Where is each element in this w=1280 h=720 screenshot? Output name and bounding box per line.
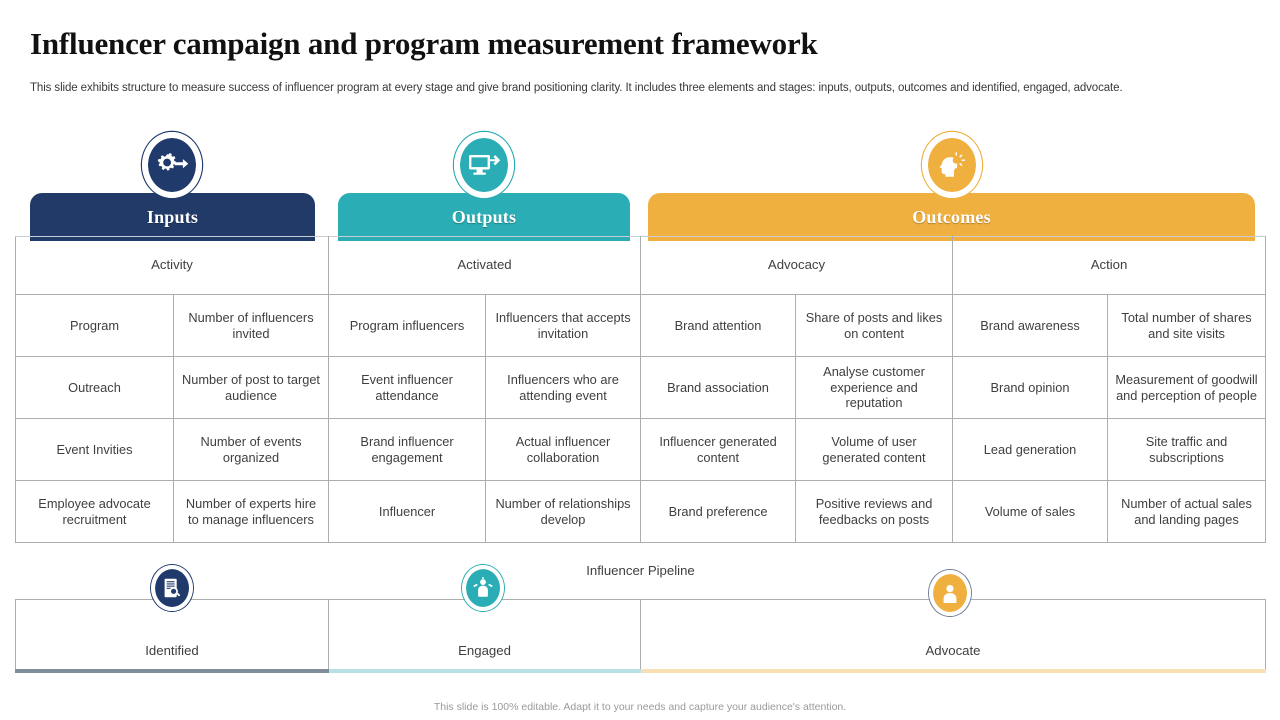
cell: Measurement of goodwill and perception o…: [1107, 356, 1267, 419]
cell: Brand opinion: [952, 356, 1109, 419]
badge-disc: [152, 566, 192, 610]
cell: Number of experts hire to manage influen…: [172, 480, 330, 543]
cell: Outreach: [15, 356, 174, 419]
cell: Number of actual sales and landing pages: [1107, 480, 1267, 543]
table-row: Outreach Number of post to target audien…: [15, 356, 1267, 419]
table-row: Event Invities Number of events organize…: [15, 418, 1267, 481]
column-header-advocacy: Advocacy: [640, 236, 954, 295]
badge-ring: [462, 565, 504, 611]
column-header-activity: Activity: [14, 236, 330, 295]
document-search-icon: [164, 578, 181, 598]
badge-ring: [151, 565, 193, 611]
cell: Brand attention: [640, 294, 797, 357]
cell: Brand association: [640, 356, 797, 419]
cell: Total number of shares and site visits: [1107, 294, 1267, 357]
cell: Influencer generated content: [640, 418, 797, 481]
column-header-action: Action: [952, 236, 1267, 295]
pipeline-badge-engaged[interactable]: [462, 565, 504, 611]
footer-note: This slide is 100% editable. Adapt it to…: [433, 701, 847, 713]
badge-outputs[interactable]: [454, 132, 514, 198]
cell: Positive reviews and feedbacks on posts: [795, 480, 954, 543]
pipeline-title-row: Influencer Pipeline: [15, 542, 1266, 600]
cell: Site traffic and subscriptions: [1107, 418, 1267, 481]
badge-disc: [457, 135, 511, 195]
band-inputs-label: Inputs: [146, 206, 199, 227]
pipeline-stage-identified[interactable]: Identified: [14, 599, 330, 673]
band-outcomes[interactable]: Outcomes: [648, 193, 1255, 241]
badge-ring: [454, 132, 514, 198]
cell: Event Invities: [15, 418, 174, 481]
pipeline-stage-engaged[interactable]: Engaged: [328, 599, 642, 673]
cell: Brand influencer engagement: [328, 418, 487, 481]
cell: Employee advocate recruitment: [15, 480, 174, 543]
cell: Brand preference: [640, 480, 797, 543]
table-row: Program Number of influencers invited Pr…: [15, 294, 1267, 357]
badge-ring: [929, 570, 971, 616]
badge-disc: [930, 571, 970, 615]
table-row: Employee advocate recruitment Number of …: [15, 480, 1267, 543]
page-subtitle: This slide exhibits structure to measure…: [30, 82, 1123, 94]
gear-arrow-icon: [157, 153, 189, 171]
person-engage-icon: [473, 577, 493, 597]
badge-disc: [925, 135, 979, 195]
head-idea-icon: [939, 152, 965, 177]
pipeline-badge-identified[interactable]: [151, 565, 193, 611]
badge-ring: [142, 132, 202, 198]
cell: Actual influencer collaboration: [485, 418, 642, 481]
cell: Volume of sales: [952, 480, 1109, 543]
column-header-activated: Activated: [328, 236, 642, 295]
band-outputs-label: Outputs: [451, 206, 517, 227]
pipeline-label-row: Identified Engaged Advocate: [14, 599, 1267, 673]
table-header-row: Activity Activated Advocacy Action: [14, 236, 1267, 295]
badge-disc: [463, 566, 503, 610]
cell: Influencers that accepts invitation: [485, 294, 642, 357]
cell: Influencer: [328, 480, 487, 543]
cell: Analyse customer experience and reputati…: [795, 356, 954, 419]
cell: Event influencer attendance: [328, 356, 487, 419]
cell: Lead generation: [952, 418, 1109, 481]
page-title: Influencer campaign and program measurem…: [30, 26, 818, 61]
cell: Brand awareness: [952, 294, 1109, 357]
badge-ring: [922, 132, 982, 198]
pipeline-badge-advocate[interactable]: [929, 570, 971, 616]
band-outputs[interactable]: Outputs: [338, 193, 630, 241]
cell: Influencers who are attending event: [485, 356, 642, 419]
cell: Program influencers: [328, 294, 487, 357]
band-outcomes-label: Outcomes: [912, 206, 991, 227]
cell: Share of posts and likes on content: [795, 294, 954, 357]
cell: Number of events organized: [172, 418, 330, 481]
monitor-share-icon: [469, 155, 501, 175]
cell: Number of influencers invited: [172, 294, 330, 357]
pipeline-title: Influencer Pipeline: [15, 542, 1266, 600]
framework-table: Activity Activated Advocacy Action Progr…: [14, 236, 1267, 673]
cell: Number of post to target audience: [172, 356, 330, 419]
person-advocate-icon: [943, 585, 957, 603]
badge-inputs[interactable]: [142, 132, 202, 198]
cell: Volume of user generated content: [795, 418, 954, 481]
band-inputs[interactable]: Inputs: [30, 193, 315, 241]
badge-disc: [145, 135, 199, 195]
badge-outcomes[interactable]: [922, 132, 982, 198]
cell: Number of relationships develop: [485, 480, 642, 543]
cell: Program: [15, 294, 174, 357]
